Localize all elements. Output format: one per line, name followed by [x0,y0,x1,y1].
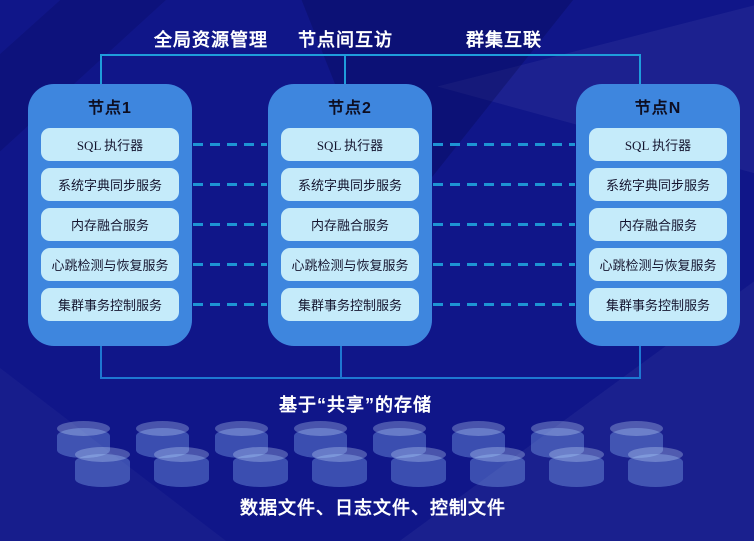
dashed-link [193,143,267,146]
database-cylinder-icon [312,447,367,487]
label-cluster-interconnect: 群集互联 [466,30,542,50]
shared-storage-title: 基于“共享”的存储 [279,395,432,415]
label-inter-node-access: 节点间互访 [298,30,393,50]
database-cylinder-icon [233,447,288,487]
service-cluster-transaction: 集群事务控制服务 [281,288,419,321]
service-memory-fusion: 内存融合服务 [41,208,179,241]
bottom-bracket-drop-node2 [340,346,342,378]
storage-files-label: 数据文件、日志文件、控制文件 [240,498,506,518]
top-bracket-drop-node1 [100,54,102,86]
dashed-link [193,263,267,266]
top-bracket-drop-noden [639,54,641,86]
service-cluster-transaction: 集群事务控制服务 [589,288,727,321]
dashed-link [193,183,267,186]
bottom-bracket-drop-noden [639,346,641,378]
service-sql-executor: SQL 执行器 [281,128,419,161]
service-heartbeat-recovery: 心跳检测与恢复服务 [281,248,419,281]
service-dictionary-sync: 系统字典同步服务 [589,168,727,201]
service-sql-executor: SQL 执行器 [589,128,727,161]
top-bracket-drop-node2 [344,54,346,86]
node-box-2: 节点2 SQL 执行器 系统字典同步服务 内存融合服务 心跳检测与恢复服务 集群… [268,84,432,346]
database-cylinder-icon [610,421,663,458]
database-cylinder-icon [452,421,505,458]
dashed-link [193,223,267,226]
service-sql-executor: SQL 执行器 [41,128,179,161]
node-box-1: 节点1 SQL 执行器 系统字典同步服务 内存融合服务 心跳检测与恢复服务 集群… [28,84,192,346]
dashed-link [433,143,575,146]
node-title: 节点2 [328,100,372,117]
service-heartbeat-recovery: 心跳检测与恢复服务 [41,248,179,281]
service-memory-fusion: 内存融合服务 [589,208,727,241]
bottom-bracket-drop-node1 [100,346,102,378]
dashed-link [433,183,575,186]
database-cylinder-icon [549,447,604,487]
service-heartbeat-recovery: 心跳检测与恢复服务 [589,248,727,281]
database-cylinder-icon [154,447,209,487]
node-box-n: 节点N SQL 执行器 系统字典同步服务 内存融合服务 心跳检测与恢复服务 集群… [576,84,740,346]
node-title: 节点1 [88,100,132,117]
database-cylinder-icon [470,447,525,487]
database-cylinder-icon [294,421,347,458]
label-global-resource-management: 全局资源管理 [154,30,268,50]
dashed-link [193,303,267,306]
database-cylinder-icon [391,447,446,487]
dashed-link [433,303,575,306]
service-list: SQL 执行器 系统字典同步服务 内存融合服务 心跳检测与恢复服务 集群事务控制… [28,128,192,321]
dashed-link [433,263,575,266]
top-bracket-line [100,54,641,56]
node-title: 节点N [634,100,682,117]
dashed-link [433,223,575,226]
database-cylinder-icon [136,421,189,458]
service-memory-fusion: 内存融合服务 [281,208,419,241]
database-cylinder-icon [531,421,584,458]
service-cluster-transaction: 集群事务控制服务 [41,288,179,321]
bottom-bracket-line [100,377,641,379]
database-cylinder-icon [75,447,130,487]
service-dictionary-sync: 系统字典同步服务 [41,168,179,201]
database-cylinder-icon [57,421,110,458]
service-list: SQL 执行器 系统字典同步服务 内存融合服务 心跳检测与恢复服务 集群事务控制… [576,128,740,321]
service-list: SQL 执行器 系统字典同步服务 内存融合服务 心跳检测与恢复服务 集群事务控制… [268,128,432,321]
service-dictionary-sync: 系统字典同步服务 [281,168,419,201]
database-cylinder-icon [215,421,268,458]
database-cylinder-icon [628,447,683,487]
database-cylinder-icon [373,421,426,458]
